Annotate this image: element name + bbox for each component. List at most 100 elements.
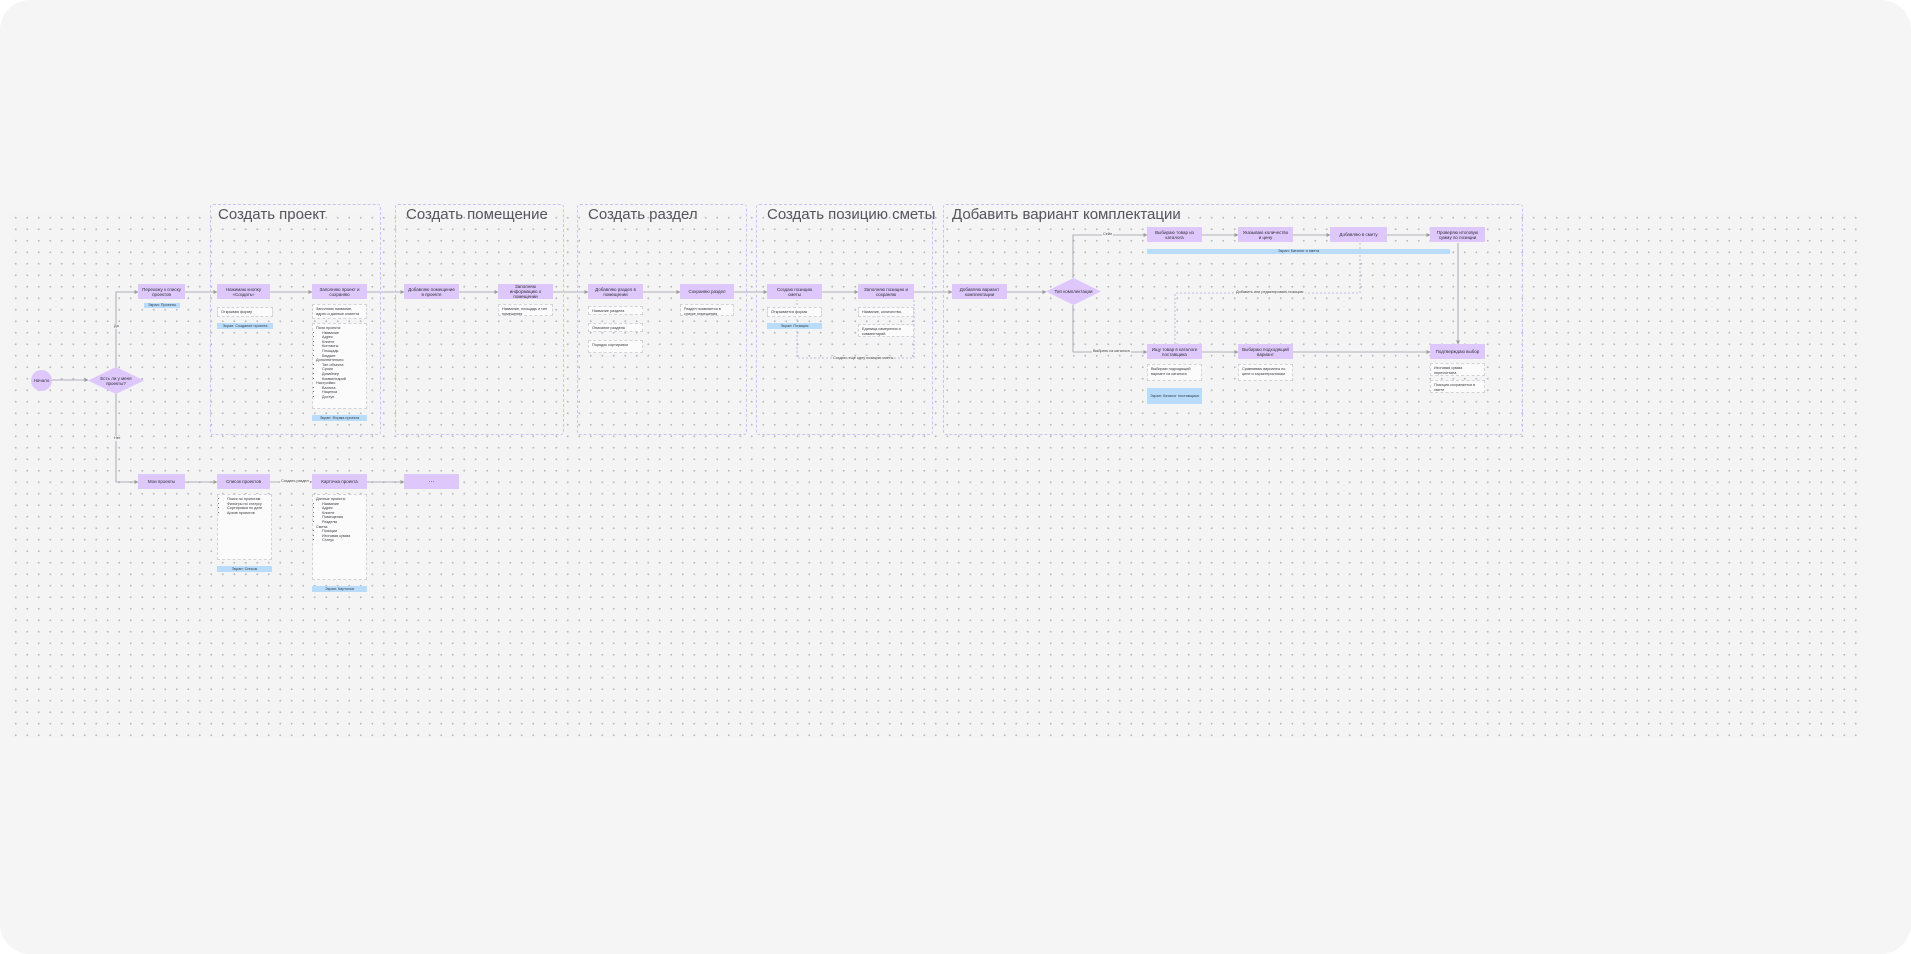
decision-has-projects[interactable]: Есть ли у меня проекты? [88,367,144,394]
note-add-section-2: Описание раздела [588,323,643,332]
frame-title-create-section: Создать раздел [588,206,698,223]
list-item: Дизайнер [322,372,363,377]
node-create-position[interactable]: Создаю позицию сметы [767,284,822,299]
frame-create-section [577,204,747,435]
settings-list: Валюта Наценка Доступ [316,386,363,400]
node-add-room[interactable]: Добавляю помещение в проекте [404,284,459,299]
node-top-step-2[interactable]: Указываю количество и цену [1238,227,1293,242]
edge-decision-yes [115,290,139,367]
edge-label-select-existing: Выбрать из каталога [1092,349,1131,354]
list-item: Доступ [322,395,363,400]
node-top-step-3[interactable]: Добавляю в смету [1330,227,1387,242]
tag-variant-top: Экран: Каталог и смета [1147,249,1450,254]
edge-decision-top [1072,233,1148,278]
list-features: Поиск по проектам Фильтры по статусу Сор… [221,497,268,515]
edge-label-add-more: Создать ещё одну позицию сметы [832,356,895,361]
edge-label-yes: Да [113,324,120,329]
node-top-step-4[interactable]: Проверяю итоговую сумму по позиции [1430,227,1485,242]
note-top-step-4-2: Позиция сохраняется в смете [1430,380,1485,393]
node-add-section[interactable]: Добавляю раздел в помещении [588,284,643,299]
note-fill-room: Название, площадь и тип помещения [498,304,553,316]
list-item: Название [322,502,363,507]
node-fill-project[interactable]: Заполняю проект и сохраняю [312,284,367,299]
note-fill-position-1: Название, количество, цена [858,307,914,317]
node-top-step-1[interactable]: Выбираю товар из каталога [1147,227,1202,242]
frame-title-add-variant: Добавить вариант комплектации [952,206,1181,223]
list-item: Адрес [322,335,363,340]
edge-edit-existing [1174,243,1361,344]
node-project-list[interactable]: Список проектов [217,474,270,489]
list-item: Сортировка по дате [227,506,268,511]
node-bottom-step-3[interactable]: Подтверждаю выбор [1430,344,1485,359]
tag-fill: Экран: Форма проекта [312,415,367,421]
note-bottom-step-2: Сравниваю варианты по цене и характерист… [1238,364,1293,381]
note-create-project: Открываю форму создания проекта [217,307,273,317]
settings-title: Настройки: [316,381,336,386]
note-fill-project-list: Поля проекта: Название Адрес Клиент Конт… [312,323,367,409]
list-item: Сроки [322,367,363,372]
node-fill-position[interactable]: Заполняю позицию и сохраняю [858,284,914,299]
node-create-project[interactable]: Нажимаю кнопку «Создать» [217,284,270,299]
note-variant-bottom: Выбираю подходящий вариант из каталога [1147,364,1202,381]
edge-label-create-section: Создать раздел [280,479,310,484]
list-item: Площадь [322,349,363,354]
list-item: Помещения [322,515,363,520]
card-estimate-title: Смета: [316,524,329,529]
list-item: Архив проектов [227,511,268,516]
list-item: Контакты [322,344,363,349]
list-item: Адрес [322,506,363,511]
edge-label-edit-existing: Добавить или редактировать позицию [1235,290,1305,295]
fields-list: Название Адрес Клиент Контакты Площадь Б… [316,331,363,359]
node-fill-room[interactable]: Заполняю информацию о помещении [498,284,553,299]
note-project-card: Данные проекта: Название Адрес Клиент По… [312,494,367,580]
note-project-list: Поиск по проектам Фильтры по статусу Сор… [217,494,272,560]
tag-variant-bottom: Экран: Каталог поставщика [1147,388,1202,404]
whiteboard[interactable]: Создать проект Создать помещение Создать… [10,204,1860,737]
node-bottom-step-1[interactable]: Ищу товар в каталоге поставщика [1147,344,1202,359]
extra-title: Дополнительно: [316,358,345,363]
node-bottom-step-2[interactable]: Выбираю подходящий вариант [1238,344,1293,359]
list-item: Позиции [322,529,363,534]
node-my-projects[interactable]: Мои проекты [138,474,185,489]
list-item: Клиент [322,511,363,516]
decision-label: Есть ли у меня проекты? [100,375,132,386]
list-item: Разделы [322,520,363,525]
card-data-list: Название Адрес Клиент Помещения Разделы [316,502,363,525]
note-top-step-4-1: Итоговая сумма пересчитана [1430,363,1485,376]
node-project-card[interactable]: Карточка проекта [312,474,367,489]
decision-variant-type[interactable]: Тип комплектации [1046,278,1101,305]
list-item: Фильтры по статусу [227,502,268,507]
fields-title: Поля проекта: [316,326,342,330]
tag-create: Экран: Создание проекта [217,323,273,329]
frame-title-create-position: Создать позицию сметы [767,206,936,223]
note-add-section-3: Порядок сортировки [588,340,643,353]
note-fill-project: Заполняю название, адрес и данные клиент… [312,304,367,319]
card-estimate-list: Позиции Итоговая сумма Статус [316,529,363,543]
note-fill-position-2: Единица измерения и комментарий [858,324,914,337]
decision-label: Тип комплектации [1054,289,1093,294]
tag-list: Экран: Список [217,566,272,572]
list-item: Валюта [322,386,363,391]
list-item: Статус [322,538,363,543]
node-projects-list[interactable]: Перехожу к списку проектов [138,284,185,299]
edge-label-sale: Сейл [1102,232,1114,237]
list-item: Название [322,331,363,336]
node-ellipsis[interactable]: … [404,474,459,489]
tag-projects: Экран: Проекты [144,303,180,308]
list-item: Тип объекта [322,363,363,368]
extra-list: Тип объекта Сроки Дизайнер Комментарий [316,363,363,381]
node-save-section[interactable]: Сохраняю раздел [680,284,734,299]
frame-create-position [756,204,933,435]
tag-card: Экран: Карточка [312,586,367,592]
note-save-section: Раздел появляется в списке помещения [680,304,734,316]
card-data-title: Данные проекта: [316,497,346,501]
frame-title-create-room: Создать помещение [406,206,548,223]
edge-label-no: Нет [113,436,122,441]
list-item: Итоговая сумма [322,534,363,539]
node-add-variant[interactable]: Добавляю вариант комплектации [952,284,1007,299]
list-item: Бюджет [322,354,363,359]
frame-create-room [395,204,564,435]
list-item: Поиск по проектам [227,497,268,502]
edge-decision-no [115,393,139,484]
start-node[interactable]: Начало [31,370,52,391]
